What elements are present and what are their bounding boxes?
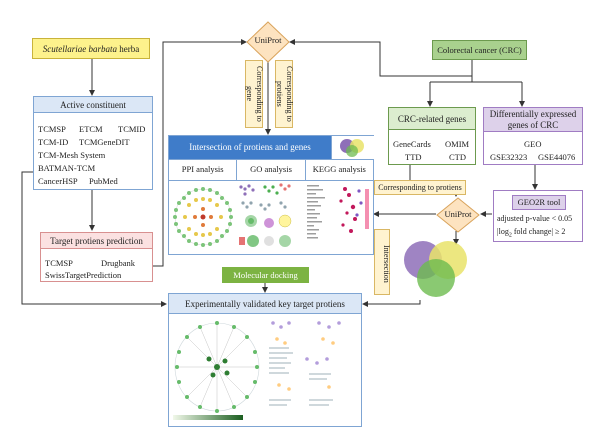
corresponding-gene-note: Corresponding to gene (245, 60, 264, 128)
db-cancerhsp: CancerHSP (38, 176, 78, 186)
db-etcm: ETCM (79, 124, 103, 134)
target-prediction-box: Target protiens prediction TCMSP Drugban… (40, 232, 153, 282)
diff-genes-title-line1: Differentially expressed (489, 109, 577, 119)
herb-suffix: herba (117, 44, 140, 54)
db-batman: BATMAN-TCM (38, 163, 96, 173)
diff-genes-box: Differentially expressed genes of CRC GE… (483, 107, 583, 165)
corresponding-protiens-text-vert: Corresponding to protiens (275, 66, 294, 122)
db-tcmsp: TCMSP (38, 124, 66, 134)
db-tcmid: TCMID (118, 124, 146, 134)
mini-venn (331, 136, 374, 159)
uniprot-top-label: UniProt (254, 35, 282, 45)
crc-genes-title: CRC-related genes (389, 108, 475, 130)
intersection-header: Intersection of protiens and genes (169, 136, 331, 159)
active-constituent-box: Active constituent TCMSP ETCM TCMID TCM-… (33, 96, 153, 190)
validated-network-graphic (173, 321, 341, 420)
db-ctd: CTD (449, 152, 466, 162)
herb-box: Scutellariae barbata herba (32, 38, 150, 59)
molecular-docking-box: Molecular docking (222, 267, 309, 283)
go-analysis-label: GO analysis (237, 160, 306, 180)
intersection-note: Intersection (374, 229, 391, 295)
db-genecards: GeneCards (393, 139, 431, 149)
db-gse32323: GSE32323 (490, 152, 528, 162)
arrow-active-to-validated (21, 171, 167, 307)
db-pubmed: PubMed (89, 176, 118, 186)
diff-genes-title-line2: genes of CRC (507, 120, 559, 130)
corresponding-protiens-note-vert: Corresponding to protiens (275, 60, 294, 128)
herb-name: Scutellariae barbata (42, 44, 117, 54)
go-analysis-graphic (239, 183, 292, 247)
db-tcm-mesh: TCM-Mesh System (38, 150, 106, 160)
db-omim: OMIM (445, 139, 470, 149)
analysis-thumbnails (173, 183, 369, 247)
intersection-note-text: Intersection (382, 245, 391, 283)
kegg-analysis-label: KEGG analysis (312, 164, 366, 174)
db-gse44076: GSE44076 (538, 152, 576, 162)
db-tcm-id: TCM-ID (38, 137, 69, 147)
arrow-target-to-uniprot (152, 39, 247, 267)
ppi-analysis-label: PPI analysis (169, 160, 238, 180)
kegg-analysis-graphic (307, 185, 369, 239)
crc-box: Colorectal cancer (CRC) (432, 40, 527, 60)
db-tcmgenedit: TCMGeneDIT (79, 137, 130, 147)
db-swisstarget: SwissTargetPrediction (45, 270, 122, 280)
corresponding-gene-text: Corresponding to gene (245, 66, 264, 122)
validated-panel: Experimentally validated key target prot… (168, 293, 362, 427)
geo2r-box: GEO2R tool adjusted p-value < 0.05 |log2… (493, 190, 583, 242)
crc-genes-box: CRC-related genes GeneCards OMIM TTD CTD (388, 107, 476, 165)
ppi-network-graphic (173, 187, 233, 247)
uniprot-mid-label: UniProt (444, 209, 472, 219)
geo2r-foldchange: |log2 fold change| ≥ 2 (497, 227, 566, 239)
geo2r-pvalue: adjusted p-value < 0.05 (497, 214, 573, 223)
db-drugbank: Drugbank (101, 258, 135, 268)
corresponding-protiens-note: Corresponding to protiens (374, 180, 466, 195)
validated-title: Experimentally validated key target prot… (169, 294, 361, 314)
db-ttd: TTD (405, 152, 422, 162)
venn-diagram (396, 236, 476, 302)
active-constituent-title: Active constituent (34, 97, 152, 113)
diff-genes-title: Differentially expressed genes of CRC (484, 108, 582, 132)
analysis-row: PPI analysis GO analysis KEGG analysis (169, 159, 373, 181)
target-prediction-title: Target protiens prediction (41, 233, 152, 249)
uniprot-top-diamond: UniProt (246, 21, 290, 63)
uniprot-mid-diamond: UniProt (436, 197, 480, 233)
geo2r-title: GEO2R tool (512, 195, 566, 210)
intersection-panel: Intersection of protiens and genes PPI a… (168, 135, 374, 255)
db-geo: GEO (524, 139, 542, 149)
db-tcmsp-target: TCMSP (45, 258, 73, 268)
